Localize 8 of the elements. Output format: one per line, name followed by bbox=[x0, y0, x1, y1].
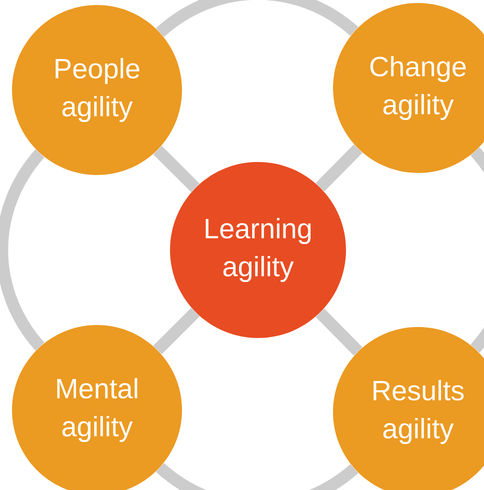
ring-arc bbox=[0, 150, 45, 350]
ring-arc bbox=[156, 462, 358, 490]
spoke-line bbox=[316, 308, 362, 356]
ring-arc bbox=[470, 148, 484, 352]
spoke-line bbox=[153, 146, 200, 192]
spoke-line bbox=[316, 144, 362, 192]
ring-arc bbox=[156, 0, 358, 38]
spoke-line bbox=[153, 308, 200, 354]
